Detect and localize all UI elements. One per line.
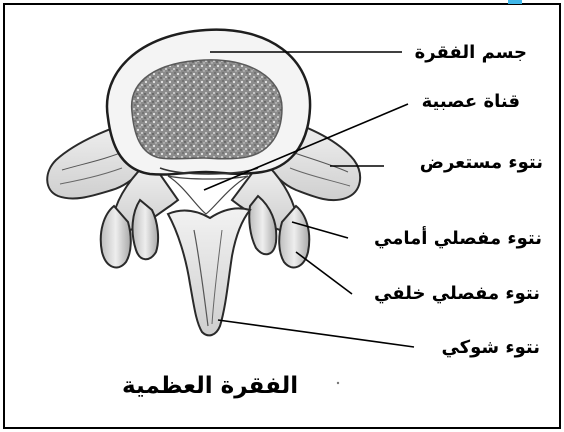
label-vertebral-body: جسم الفقرة	[415, 44, 527, 62]
top-artifact	[508, 0, 522, 4]
label-spinous-process: نتوء شوكي	[441, 339, 540, 357]
leader-posterior-articular	[296, 252, 352, 294]
spinous-process	[168, 208, 250, 335]
label-transverse-process: نتوء مستعرض	[420, 154, 543, 172]
label-neural-canal: قناة عصبية	[422, 93, 520, 111]
leader-spinous-process	[218, 320, 414, 347]
label-anterior-articular-process: نتوء مفصلي أمامي	[374, 230, 542, 248]
spongy-bone	[132, 60, 282, 159]
stray-dot	[337, 382, 339, 384]
diagram-title: الفقرة العظمية	[122, 375, 298, 398]
label-posterior-articular-process: نتوء مفصلي خلفي	[374, 285, 540, 303]
